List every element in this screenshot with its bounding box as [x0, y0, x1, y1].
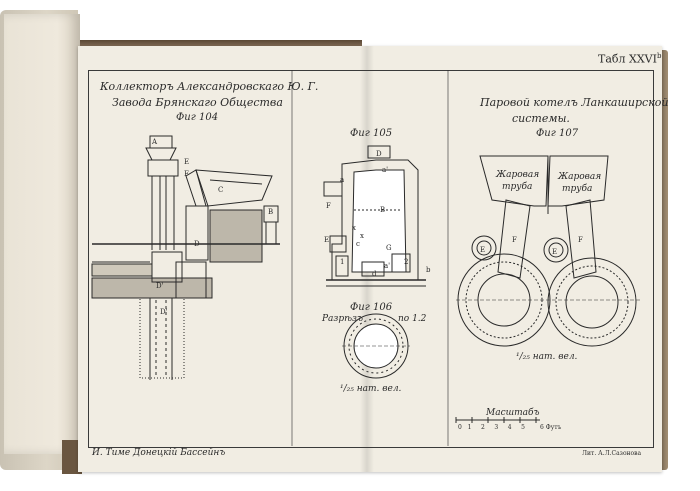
right-title-line1: Паровой котелъ Ланкаширской — [480, 96, 669, 109]
left-page — [4, 14, 80, 454]
fire-tube-right-1: Жаровая — [558, 172, 602, 182]
fig104-letter-c: C — [218, 186, 223, 194]
fire-tube-right-2: труба — [562, 184, 593, 194]
fig105-drawing — [323, 145, 426, 287]
cover-top-edge — [80, 40, 362, 48]
fig105-letter-a: a — [340, 176, 344, 184]
plate-label: Табл XXVIb — [598, 52, 662, 66]
fig104-letter-d-prime-2: D' — [160, 308, 168, 316]
fig105-letter-c: c — [356, 240, 360, 248]
fig107-letter-e-right: E — [552, 248, 557, 256]
footer-right: Лит. А.Л.Сазонова — [582, 450, 642, 457]
fig104-letter-e: E — [184, 158, 189, 166]
fig104-label: Фиг 104 — [176, 112, 219, 123]
fig104-letter-b: B — [268, 208, 273, 216]
fig104-letter-a: A — [151, 138, 158, 146]
scale-bar-unit: 6 Футъ — [540, 424, 562, 431]
fig104-letter-d: D — [194, 240, 200, 248]
fig104-drawing — [91, 135, 280, 380]
fig105-letter-2: 2 — [404, 258, 408, 266]
fig105-letter-x2: x — [360, 232, 364, 240]
scale-bar-title: Масштабъ — [486, 408, 540, 418]
fig104-letter-f: F — [184, 170, 189, 178]
fire-tube-left-1: Жаровая — [496, 170, 540, 180]
fig106-drawing — [342, 313, 410, 379]
scale-bar — [455, 417, 540, 423]
fig105-letter-d: D — [376, 150, 382, 158]
fig107-letter-f-left: F — [512, 236, 517, 244]
right-title-line2: системы. — [512, 112, 570, 125]
fig107-drawing — [456, 155, 640, 347]
fig104-letter-d-prime: D' — [156, 282, 164, 290]
fig107-label: Фиг 107 — [536, 128, 579, 139]
left-title-line1: Коллекторъ Александровскаго Ю. Г. — [100, 80, 319, 93]
fig107-scale: ¹/₂₅ нат. вел. — [516, 352, 578, 362]
fig105-label: Фиг 105 — [350, 128, 393, 139]
fire-tube-left-2: труба — [502, 182, 533, 192]
fig105-letter-a-prime: a' — [382, 166, 388, 174]
fig105-letter-d-small: d — [372, 270, 377, 278]
fig106-label: Фиг 106 — [350, 302, 393, 313]
fig105-letter-e: E — [324, 236, 329, 244]
fig105-letter-b-small: b — [426, 266, 431, 274]
book-spine — [62, 440, 82, 474]
fig105-letter-x1: x — [352, 224, 356, 232]
scale-bar-ticks: 0 1 2 3 4 5 — [458, 424, 525, 431]
cover-right-edge — [660, 50, 668, 470]
fig105-letter-f: F — [326, 202, 331, 210]
fig105-letter-b: B — [380, 206, 385, 214]
fig105-letter-g: G — [386, 244, 392, 252]
fig105-letter-1: 1 — [340, 258, 344, 266]
fig106-caption-left: Разрѣзъ — [322, 314, 363, 324]
fig107-letter-f-right: F — [578, 236, 583, 244]
footer-left: И. Тиме Донецкій Бассейнъ — [92, 448, 226, 458]
fig106-scale: ¹/₂₅ нат. вел. — [340, 384, 402, 394]
fig106-caption-right: по 1.2 — [398, 314, 427, 324]
plate-frame — [88, 70, 654, 448]
fig105-letter-a-prime-2: a' — [384, 262, 390, 270]
fig107-letter-e-left: E — [480, 246, 485, 254]
left-title-line2: Завода Брянскаго Общества — [112, 96, 283, 109]
